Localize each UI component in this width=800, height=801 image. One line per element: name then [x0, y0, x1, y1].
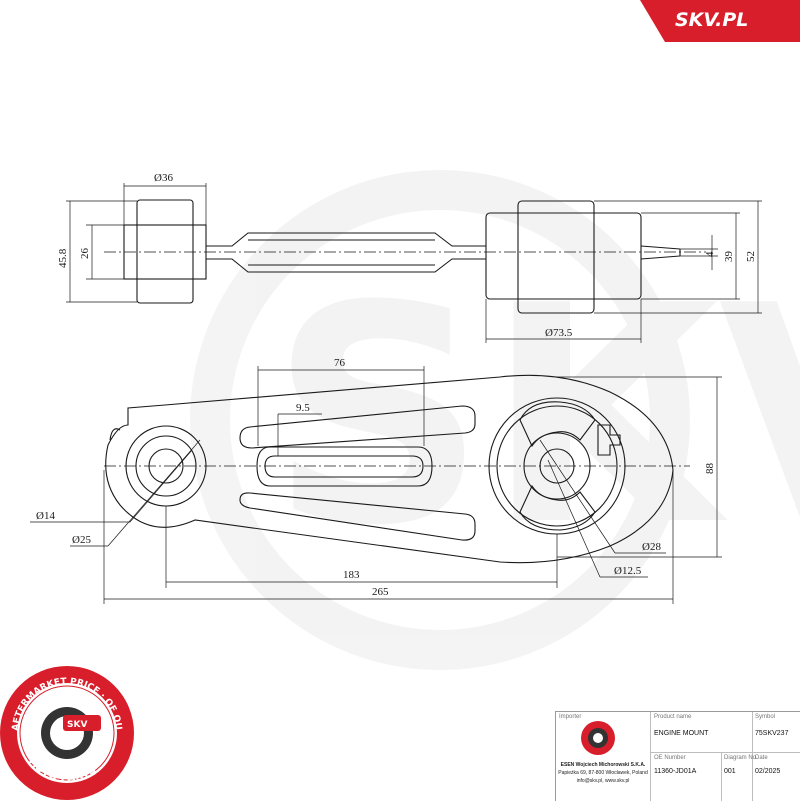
dim-45-8: 45.8	[57, 248, 69, 268]
mount-body-outline	[105, 374, 674, 564]
oe-number: 11360-JD01A	[654, 768, 697, 775]
oe-number-label: OE Number	[654, 755, 686, 761]
importer-address: Papieżka 69, 87-800 Włocławek, Poland	[558, 770, 648, 776]
upper-slot	[239, 405, 476, 449]
date-label: Date	[755, 755, 768, 761]
dim-88: 88	[704, 463, 716, 475]
dim-d14: Ø14	[36, 510, 55, 522]
importer-name: ESEN Wojciech Michorowski S.K.A.	[560, 762, 646, 768]
dim-26: 26	[79, 248, 91, 260]
top-view: Ø36 45.8 26 4 39 52 Ø73.5	[57, 172, 762, 343]
diagram-no: 001	[724, 768, 736, 775]
seal-ring-text: AFTERMARKET PRICE · OF QUALITY	[0, 0, 123, 731]
importer-contact: info@skv.pl, www.skv.pl	[576, 778, 630, 784]
symbol-label: Symbol	[755, 714, 776, 720]
svg-text:AFTERMARKET PRICE · OF QUALITY: AFTERMARKET PRICE · OF QUALITY	[0, 0, 123, 731]
watermark-text: SKV	[270, 242, 800, 591]
dim-d36: Ø36	[154, 172, 173, 184]
large-bushing-top	[517, 200, 595, 314]
dim-d12-5: Ø12.5	[614, 565, 642, 577]
lower-slot	[239, 492, 476, 541]
large-housing-top	[485, 212, 642, 300]
importer-logo	[581, 721, 615, 755]
dim-d28: Ø28	[642, 541, 661, 553]
title-block: Importer ESEN Wojciech Michorowski S.K.A…	[555, 711, 800, 801]
dim-d25: Ø25	[72, 534, 91, 546]
front-view: 76 9.5 88 Ø14 Ø25 Ø28 Ø12.5 183 2	[30, 357, 722, 604]
dim-265: 265	[372, 586, 389, 598]
small-bushing-top	[136, 199, 194, 304]
dim-39: 39	[723, 251, 735, 263]
brand-label: SKV.PL	[675, 9, 748, 31]
dim-52: 52	[745, 251, 757, 262]
symbol-value: 75SKV237	[755, 730, 789, 737]
corner-brand[interactable]: SKV.PL	[640, 0, 800, 42]
dim-4: 4	[704, 251, 716, 257]
date-value: 02/2025	[755, 768, 781, 775]
dim-d73-5: Ø73.5	[545, 327, 573, 339]
dim-9-5: 9.5	[296, 402, 310, 414]
skv-watermark: SKV	[190, 170, 800, 670]
diagram-no-label: Diagram No.	[724, 755, 758, 761]
arm-plate-top	[206, 232, 486, 247]
dim-183: 183	[343, 569, 360, 581]
skv-seal[interactable]: AFTERMARKET PRICE · OF QUALITY AUTO PART…	[0, 0, 134, 800]
product-name-label: Product name	[654, 714, 692, 720]
dim-76: 76	[334, 357, 346, 369]
importer-label: Importer	[559, 714, 582, 720]
seal-center-text: SKV	[67, 720, 87, 730]
product-name: ENGINE MOUNT	[654, 730, 709, 737]
